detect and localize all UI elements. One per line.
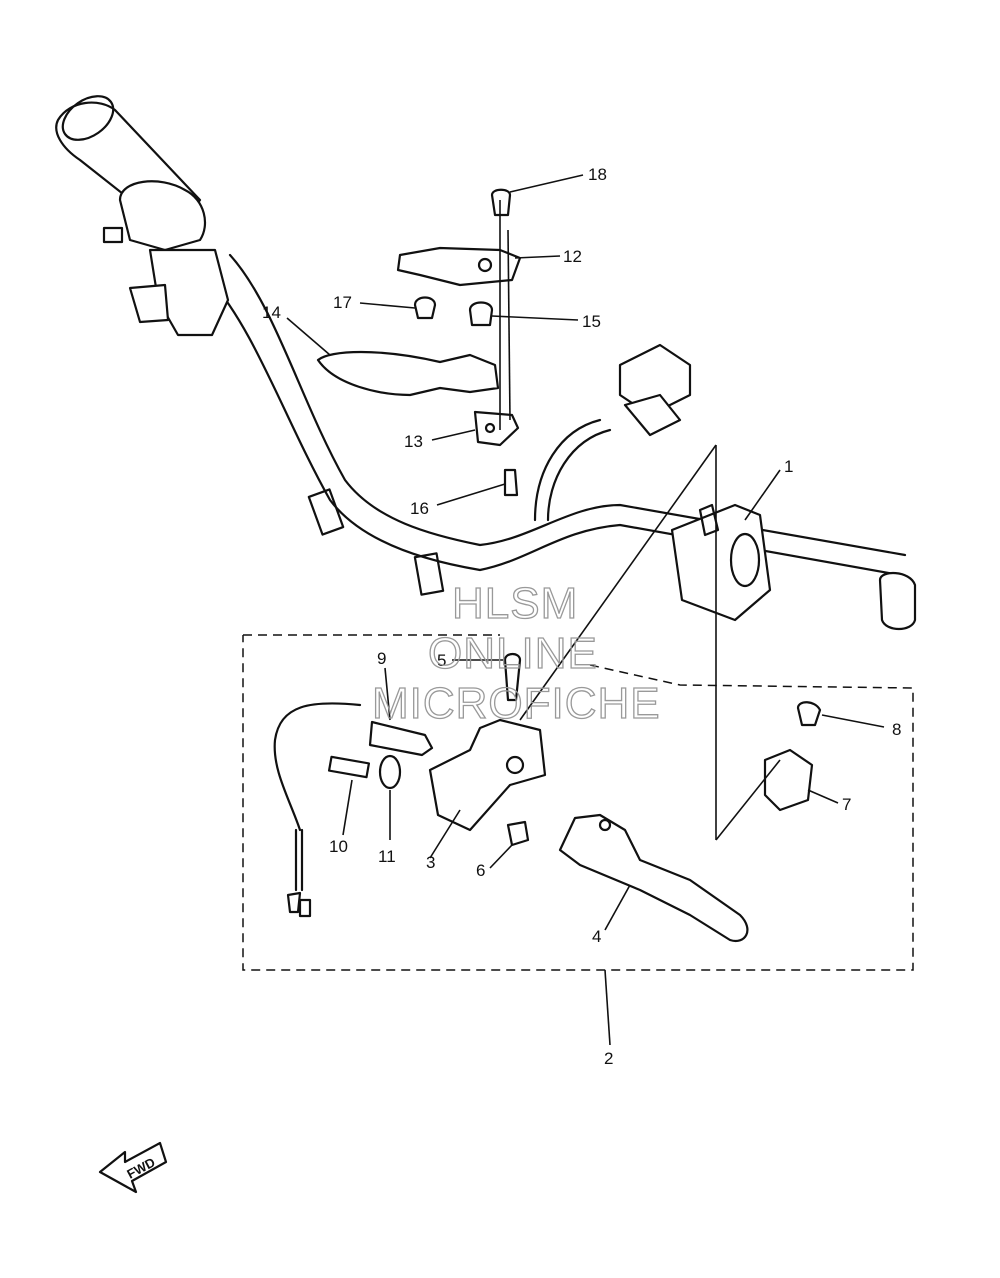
watermark: HLSM ONLINE MICROFICHE [371,578,661,728]
callout-16: 16 [410,499,429,518]
callout-13: 13 [404,432,423,451]
callout-9: 9 [377,649,386,668]
watermark-line3: MICROFICHE [372,679,661,728]
callout-7: 7 [842,795,851,814]
handlebar-switch [533,343,917,631]
assembly-group-box [242,634,914,1046]
callout-8: 8 [892,720,901,739]
callout-11: 11 [378,847,396,866]
upper-lever-assembly [316,188,522,497]
callout-1: 1 [784,457,793,476]
callout-18: 18 [588,165,607,184]
watermark-line1: HLSM [452,579,578,628]
callout-14: 14 [262,303,281,322]
handlebar [208,253,907,596]
callout-10: 10 [329,837,348,856]
callout-15: 15 [582,312,601,331]
fwd-arrow: FWD [98,1141,168,1194]
connection-line-2 [519,444,717,721]
callout-labels: 1 2 3 4 5 6 7 8 9 10 11 12 13 14 15 16 1… [262,165,901,1068]
callout-6: 6 [476,861,485,880]
lower-lever-assembly [273,652,822,943]
connection-line-3 [715,759,781,841]
master-cylinder [102,180,230,337]
callout-2: 2 [604,1049,613,1068]
callout-17: 17 [333,293,352,312]
callout-5: 5 [437,651,446,670]
callout-leaders [286,174,885,931]
watermark-line2: ONLINE [428,629,598,678]
callout-12: 12 [563,247,582,266]
callout-4: 4 [592,927,601,946]
callout-3: 3 [426,853,435,872]
